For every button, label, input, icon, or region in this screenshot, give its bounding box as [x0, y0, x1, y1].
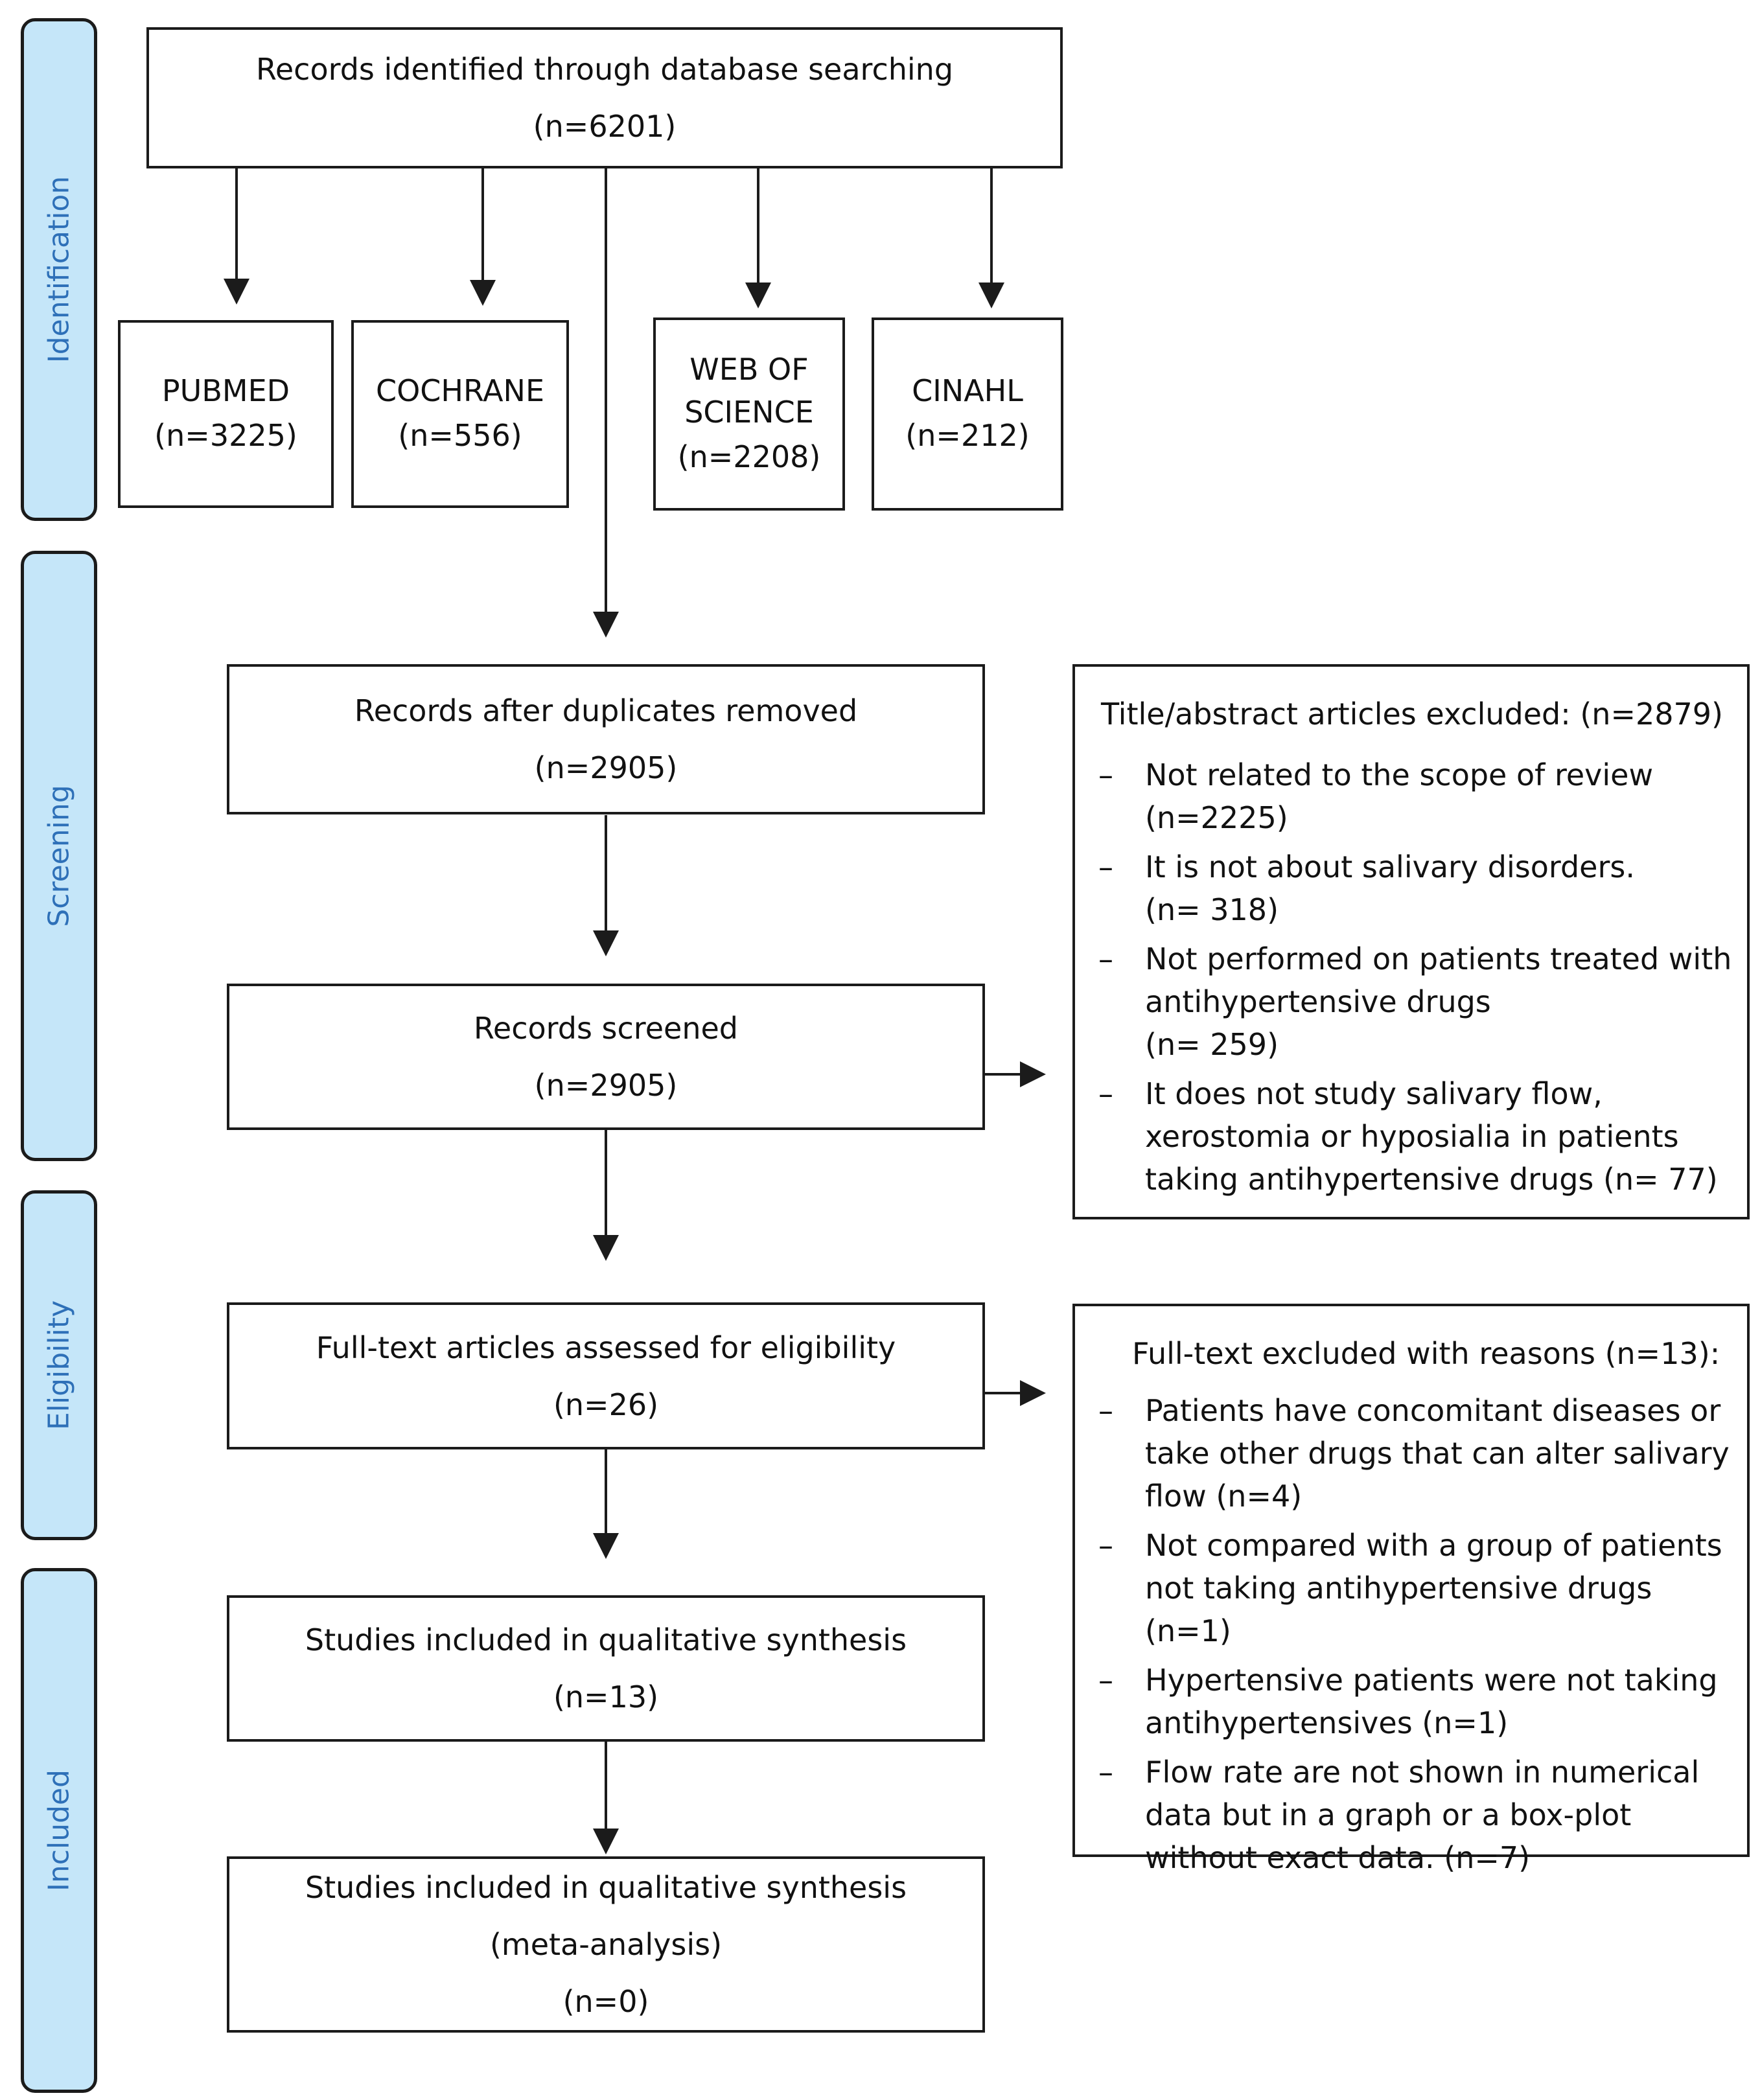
duplicates-removed-title: Records after duplicates removed	[354, 693, 858, 728]
eligibility-assessed-title: Full-text articles assessed for eligibil…	[316, 1330, 896, 1365]
stage-included: Included	[21, 1568, 97, 2093]
exclusion-header: Full-text excluded with reasons (n=13):	[1132, 1336, 1720, 1371]
qualitative-synthesis-count: (n=13)	[553, 1679, 659, 1714]
database-box-cinahl: CINAHL (n=212)	[872, 317, 1063, 511]
meta-analysis-title: Studies included in qualitative synthesi…	[305, 1870, 907, 1905]
records-screened-box: Records screened (n=2905)	[227, 984, 985, 1130]
database-box-pubmed: PUBMED (n=3225)	[118, 320, 334, 508]
exclusion-reason: Not compared with a group of patients no…	[1098, 1524, 1741, 1652]
exclusion-reason: Not performed on patients treated with a…	[1098, 938, 1741, 1066]
exclusion-reason: Not related to the scope of review (n=22…	[1098, 754, 1741, 839]
eligibility-assessed-count: (n=26)	[553, 1387, 659, 1422]
meta-analysis-subtitle: (meta-analysis)	[489, 1927, 723, 1962]
database-box-cochrane: COCHRANE (n=556)	[351, 320, 569, 508]
records-screened-title: Records screened	[474, 1011, 738, 1046]
meta-analysis-count: (n=0)	[562, 1984, 649, 2019]
records-identified-count: (n=6201)	[533, 109, 677, 144]
database-count: (n=212)	[905, 418, 1030, 453]
duplicates-removed-box: Records after duplicates removed (n=2905…	[227, 664, 985, 814]
database-name-line2: SCIENCE	[684, 395, 814, 430]
records-identified-box: Records identified through database sear…	[146, 27, 1063, 168]
eligibility-assessed-box: Full-text articles assessed for eligibil…	[227, 1302, 985, 1449]
exclusion-reason: Patients have concomitant diseases or ta…	[1098, 1389, 1741, 1517]
title-abstract-excluded-box: Title/abstract articles excluded: (n=287…	[1072, 664, 1750, 1219]
exclusion-reason: It is not about salivary disorders. (n= …	[1098, 846, 1741, 931]
stage-eligibility: Eligibility	[21, 1190, 97, 1540]
exclusion-reason: It does not study salivary flow, xerosto…	[1098, 1072, 1741, 1201]
qualitative-synthesis-box: Studies included in qualitative synthesi…	[227, 1595, 985, 1742]
records-identified-title: Records identified through database sear…	[255, 52, 954, 87]
records-screened-count: (n=2905)	[534, 1068, 678, 1103]
database-box-web-of-science: WEB OF SCIENCE (n=2208)	[653, 317, 845, 511]
fulltext-excluded-box: Full-text excluded with reasons (n=13): …	[1072, 1304, 1750, 1875]
database-count: (n=556)	[398, 418, 522, 453]
exclusion-reason-list: Not related to the scope of review (n=22…	[1098, 754, 1741, 1207]
exclusion-header: Title/abstract articles excluded: (n=287…	[1101, 697, 1724, 732]
qualitative-synthesis-title: Studies included in qualitative synthesi…	[305, 1622, 907, 1657]
database-name: WEB OF	[689, 352, 809, 387]
exclusion-reason-list: Patients have concomitant diseases or ta…	[1098, 1389, 1741, 1886]
stage-identification: Identification	[21, 18, 97, 521]
exclusion-reason: Hypertensive patients were not taking an…	[1098, 1659, 1741, 1744]
database-name: CINAHL	[912, 373, 1023, 408]
duplicates-removed-count: (n=2905)	[534, 750, 678, 785]
meta-analysis-box: Studies included in qualitative synthesi…	[227, 1856, 985, 2033]
stage-screening: Screening	[21, 551, 97, 1161]
exclusion-reason: Flow rate are not shown in numerical dat…	[1098, 1751, 1741, 1879]
database-name: PUBMED	[161, 373, 290, 408]
database-name: COCHRANE	[375, 373, 545, 408]
database-count: (n=3225)	[154, 418, 297, 453]
database-count: (n=2208)	[677, 439, 821, 474]
